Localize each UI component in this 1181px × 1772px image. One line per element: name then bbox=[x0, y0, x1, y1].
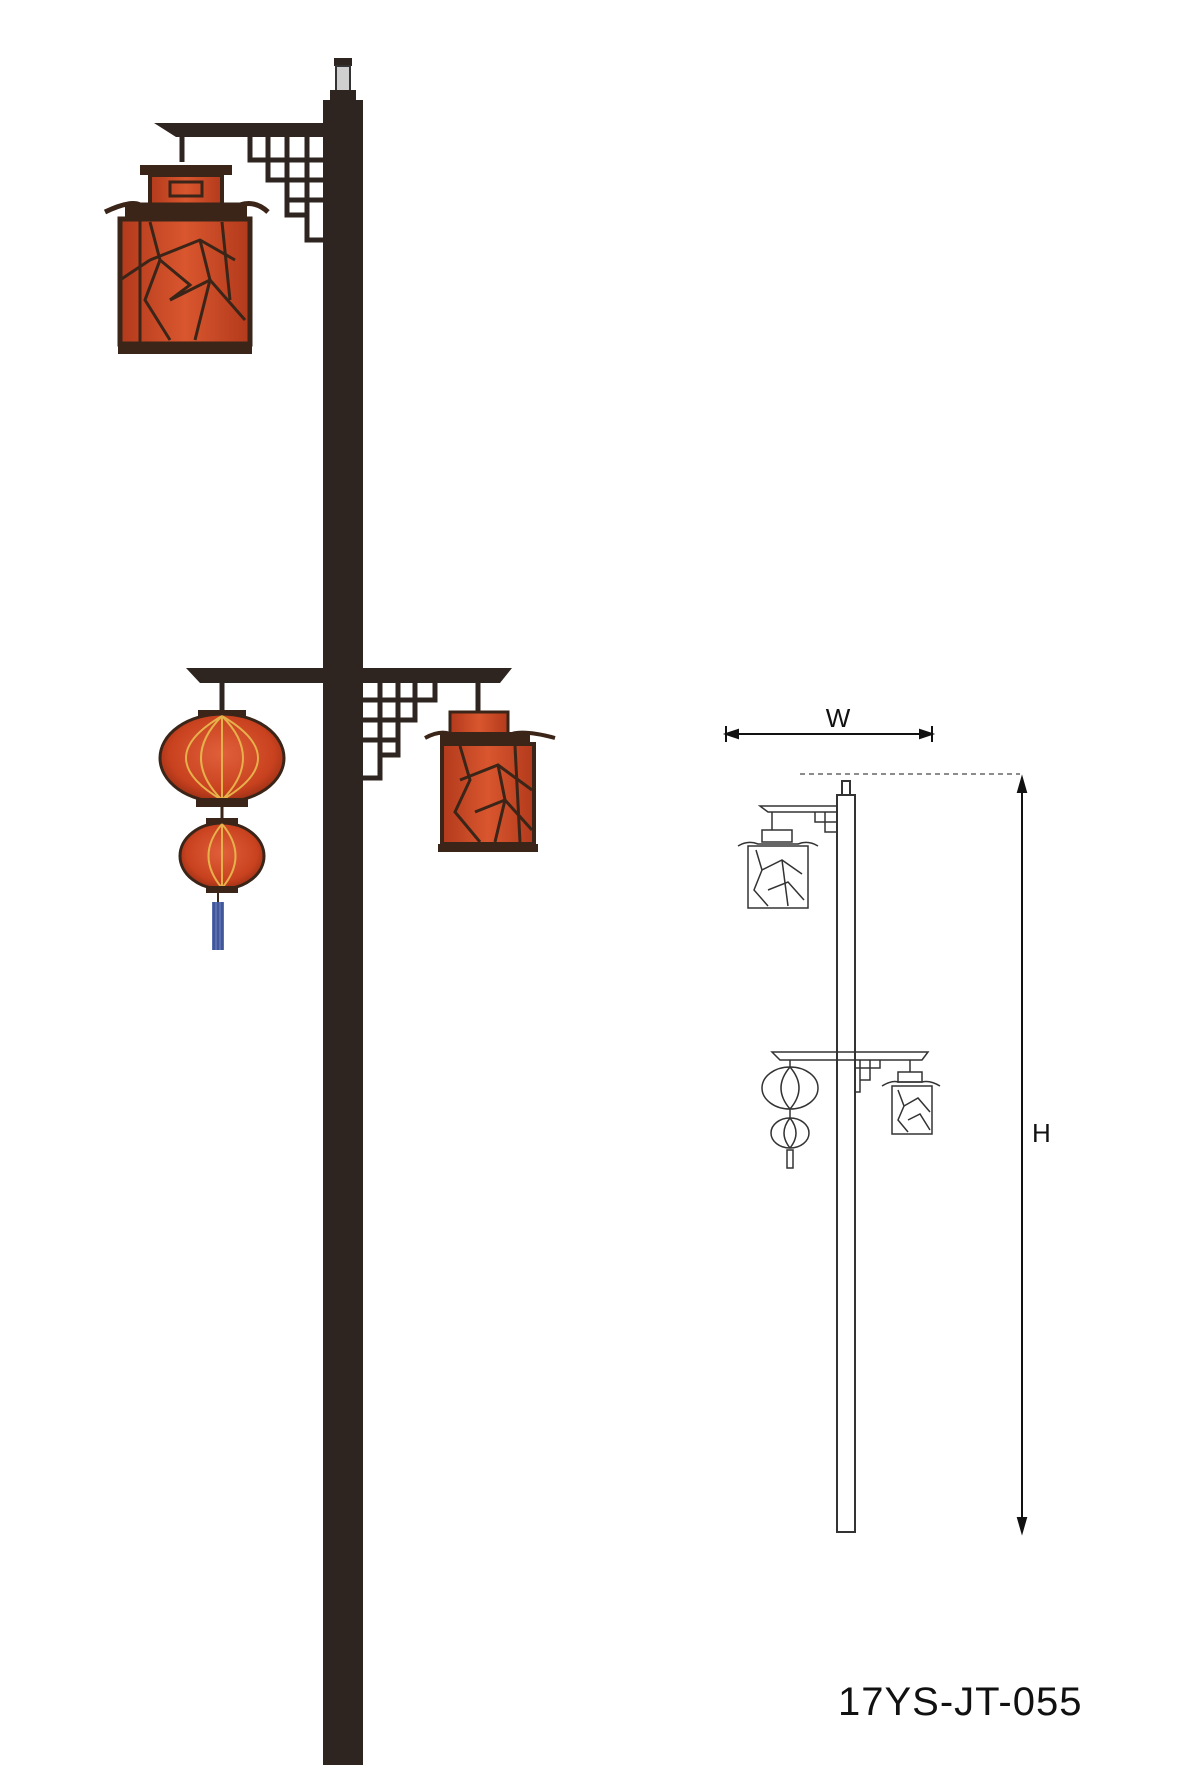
dimension-sketch: W H bbox=[722, 703, 1051, 1536]
model-code: 17YS-JT-055 bbox=[838, 1680, 1083, 1724]
sketch-lower-arm bbox=[770, 1051, 930, 1093]
lower-arm bbox=[186, 668, 512, 781]
pole bbox=[323, 100, 363, 1765]
width-label: W bbox=[826, 703, 851, 733]
sketch-right-lantern bbox=[881, 1071, 941, 1135]
sketch-round-lanterns bbox=[761, 1066, 819, 1169]
sketch-upper-lantern bbox=[737, 805, 838, 909]
pole-cap bbox=[330, 58, 356, 100]
height-label: H bbox=[1032, 1118, 1051, 1148]
lamp-photo bbox=[103, 58, 556, 1765]
upper-square-lantern bbox=[103, 165, 270, 354]
upper-arm bbox=[154, 123, 323, 243]
lower-square-lantern bbox=[424, 710, 556, 852]
width-dimension-line bbox=[722, 726, 936, 742]
sketch-pole bbox=[836, 780, 856, 1533]
height-dimension-line bbox=[1016, 774, 1028, 1536]
red-round-lanterns bbox=[158, 710, 286, 950]
